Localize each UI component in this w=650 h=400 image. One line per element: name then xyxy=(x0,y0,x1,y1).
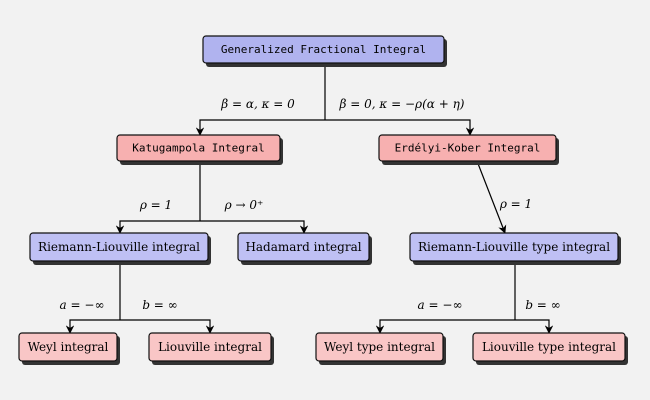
node-generalized-fractional-integral: Generalized Fractional Integral xyxy=(202,35,447,67)
edge-label-katugampola-left: ρ = 1 xyxy=(139,198,172,212)
edge-katugampola-to-hadamard xyxy=(200,220,309,234)
node-liouville-integral: Liouville integral xyxy=(148,332,274,365)
node-label: Riemann-Liouville integral xyxy=(38,240,200,254)
edge-label-root-right: β = 0, κ = −ρ(α + η) xyxy=(339,97,465,111)
edge-labels: β = α, κ = 0 β = 0, κ = −ρ(α + η) ρ = 1 … xyxy=(60,97,561,312)
node-erdelyi-kober-integral: Erdélyi-Kober Integral xyxy=(378,134,559,165)
edge-riemann-liouville-to-weyl xyxy=(65,319,120,334)
edge-label-katugampola-right: ρ → 0⁺ xyxy=(224,198,264,212)
edge-label-root-left: β = α, κ = 0 xyxy=(220,97,295,111)
node-label: Erdélyi-Kober Integral xyxy=(395,142,541,155)
node-weyl-type-integral: Weyl type integral xyxy=(315,332,446,365)
node-label: Weyl integral xyxy=(28,340,109,354)
edge-katugampola-to-riemann-liouville xyxy=(115,220,200,234)
edge-riemann-liouville-type-to-weyl-type xyxy=(375,319,515,334)
node-riemann-liouville-integral: Riemann-Liouville integral xyxy=(29,232,211,265)
node-label: Hadamard integral xyxy=(245,240,361,254)
edge-riemann-liouville-type-to-liouville-type xyxy=(515,319,554,334)
edge-root-to-erdelyi xyxy=(325,119,475,136)
edge-label-riemann-liouville-type-right: b = ∞ xyxy=(525,298,560,312)
node-hadamard-integral: Hadamard integral xyxy=(237,232,372,265)
node-weyl-integral: Weyl integral xyxy=(18,332,120,365)
node-label: Weyl type integral xyxy=(324,340,435,354)
edge-label-riemann-liouville-type-left: a = −∞ xyxy=(418,298,463,312)
node-label: Riemann-Liouville type integral xyxy=(418,240,610,254)
edge-label-riemann-liouville-right: b = ∞ xyxy=(142,298,177,312)
edge-riemann-liouville-to-liouville xyxy=(120,319,215,334)
edge-erdelyi-to-riemann-liouville-type xyxy=(476,160,507,234)
edges xyxy=(65,63,554,334)
edge-label-erdelyi-down: ρ = 1 xyxy=(499,197,532,211)
node-label: Liouville integral xyxy=(158,340,262,354)
node-label: Liouville type integral xyxy=(482,340,616,354)
edge-label-riemann-liouville-left: a = −∞ xyxy=(60,298,105,312)
node-label: Generalized Fractional Integral xyxy=(221,43,426,56)
edge-root-to-katugampola xyxy=(195,119,325,136)
node-liouville-type-integral: Liouville type integral xyxy=(472,332,628,365)
node-label: Katugampola Integral xyxy=(132,142,264,155)
node-katugampola-integral: Katugampola Integral xyxy=(116,134,283,165)
node-riemann-liouville-type-integral: Riemann-Liouville type integral xyxy=(409,232,621,265)
